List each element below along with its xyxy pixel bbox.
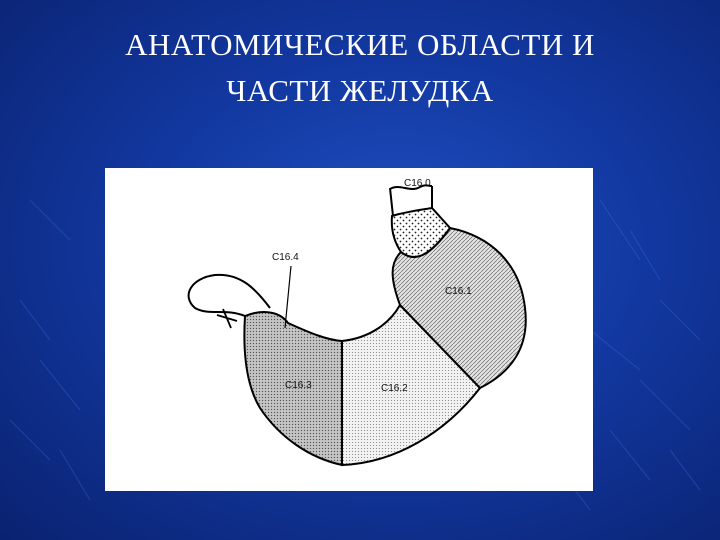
esophagus-cut [389,184,433,190]
region-c16-2 [341,303,482,467]
stomach-diagram: C16.0 C16.1 C16.2 C16.3 C16.4 [105,168,593,491]
label-c16-1: C16.1 [445,286,472,297]
region-c16-0 [390,206,452,258]
slide-title: АНАТОМИЧЕСКИЕ ОБЛАСТИ И ЧАСТИ ЖЕЛУДКА [40,22,680,114]
slide-title-line-1: АНАТОМИЧЕСКИЕ ОБЛАСТИ И [125,27,595,62]
duodenum [187,273,271,317]
esophagus [389,186,433,217]
pylorus-mark [216,308,238,329]
region-c16-3 [243,311,343,467]
label-c16-0: C16.0 [404,178,431,189]
label-c16-4: C16.4 [272,252,299,263]
region-c16-1 [391,226,527,390]
label-c16-2: C16.2 [381,383,408,394]
slide-title-line-2: ЧАСТИ ЖЕЛУДКА [226,73,494,108]
leader-line-c16-4 [284,265,292,329]
label-c16-3: C16.3 [285,380,312,391]
